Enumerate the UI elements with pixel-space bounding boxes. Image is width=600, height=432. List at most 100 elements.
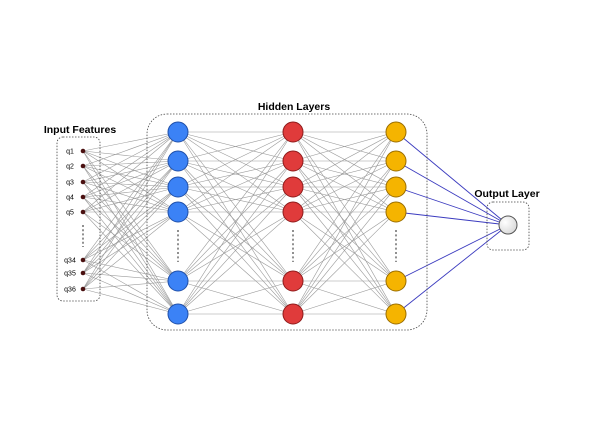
hidden-layers-title: Hidden Layers xyxy=(258,101,331,113)
connection-line xyxy=(82,131,179,274)
connection-line xyxy=(82,165,179,188)
connection-line xyxy=(82,150,179,213)
connection-line xyxy=(177,131,294,315)
input-feature-label: q5 xyxy=(66,210,74,217)
connection-line xyxy=(82,165,179,315)
hidden-node xyxy=(282,176,304,198)
connection-line xyxy=(292,131,397,315)
input-node-dot xyxy=(80,257,86,263)
input-feature-label: q36 xyxy=(64,287,76,294)
hidden-node xyxy=(167,201,189,223)
hidden-node xyxy=(282,201,304,223)
output-connection-line xyxy=(395,224,509,315)
input-feature-label: q3 xyxy=(66,180,74,187)
input-feature-label: q2 xyxy=(66,164,74,171)
hidden-layers-box xyxy=(146,113,428,331)
hidden-nodes xyxy=(167,121,407,325)
connection-line xyxy=(82,131,179,167)
output-node-group xyxy=(498,215,518,235)
connection-line xyxy=(177,186,294,315)
connection-line xyxy=(82,186,179,198)
connection-line xyxy=(82,131,179,183)
connection-line xyxy=(177,131,294,162)
connection-line xyxy=(292,211,397,282)
connection-line xyxy=(82,211,179,290)
connection-line xyxy=(177,211,294,282)
hidden-node xyxy=(385,176,407,198)
input-node-dot xyxy=(80,163,86,169)
connection-line xyxy=(82,181,179,213)
connection-line xyxy=(177,186,294,282)
connection-line xyxy=(292,160,397,213)
connection-line xyxy=(82,160,179,290)
connection-line xyxy=(292,186,397,315)
connection-line xyxy=(82,272,179,282)
connection-line xyxy=(82,160,179,167)
output-connection-line xyxy=(395,224,509,282)
hidden-node xyxy=(282,150,304,172)
input-node-dot xyxy=(80,179,86,185)
connection-line xyxy=(82,131,179,213)
connection-line xyxy=(177,160,294,315)
connection-line xyxy=(292,280,397,315)
connection-line xyxy=(82,160,179,274)
connection-line xyxy=(292,186,397,282)
connection-line xyxy=(177,160,294,213)
output-node xyxy=(498,215,518,235)
connection-line xyxy=(82,259,179,315)
output-connection-line xyxy=(395,211,509,226)
connection-line xyxy=(82,131,179,198)
connection-line xyxy=(82,150,179,162)
ellipsis-markers xyxy=(82,225,397,262)
input-feature-label: q35 xyxy=(64,271,76,278)
hidden-node xyxy=(167,121,189,143)
input-node-dot xyxy=(80,209,86,215)
hidden-node xyxy=(385,201,407,223)
connection-line xyxy=(177,131,294,213)
connection-line xyxy=(177,160,294,282)
connections xyxy=(82,131,509,315)
connection-line xyxy=(177,160,294,188)
connection-line xyxy=(82,186,179,290)
connection-line xyxy=(82,211,179,315)
connection-line xyxy=(292,160,397,315)
output-layer-title: Output Layer xyxy=(474,188,539,200)
connection-line xyxy=(82,165,179,213)
connection-line xyxy=(82,160,179,213)
connection-line xyxy=(82,272,179,315)
hidden-node xyxy=(167,150,189,172)
connection-line xyxy=(82,186,179,213)
hidden-node xyxy=(167,303,189,325)
connection-line xyxy=(82,150,179,282)
output-connection-line xyxy=(395,186,509,226)
hidden-node xyxy=(385,150,407,172)
connection-line xyxy=(82,131,179,152)
connection-line xyxy=(292,186,397,213)
connection-line xyxy=(82,181,179,188)
hidden-node xyxy=(385,270,407,292)
hidden-node xyxy=(385,303,407,325)
connection-line xyxy=(177,280,294,315)
connection-line xyxy=(292,160,397,188)
connection-line xyxy=(82,186,179,274)
input-node-dot xyxy=(80,148,86,154)
input-features-title: Input Features xyxy=(44,124,117,136)
hidden-node xyxy=(167,270,189,292)
connection-line xyxy=(82,150,179,188)
connection-line xyxy=(292,131,397,162)
connection-line xyxy=(82,280,179,290)
connection-line xyxy=(82,160,179,198)
input-node-dot xyxy=(80,270,86,276)
connection-line xyxy=(82,181,179,315)
output-connection-line xyxy=(395,131,509,226)
connection-line xyxy=(292,211,397,315)
connection-line xyxy=(82,150,179,315)
connection-line xyxy=(82,196,179,315)
connection-line xyxy=(82,259,179,282)
connection-line xyxy=(82,186,179,261)
connection-line xyxy=(177,131,294,188)
hidden-node xyxy=(282,121,304,143)
connection-line xyxy=(292,131,397,213)
connection-line xyxy=(82,196,179,213)
